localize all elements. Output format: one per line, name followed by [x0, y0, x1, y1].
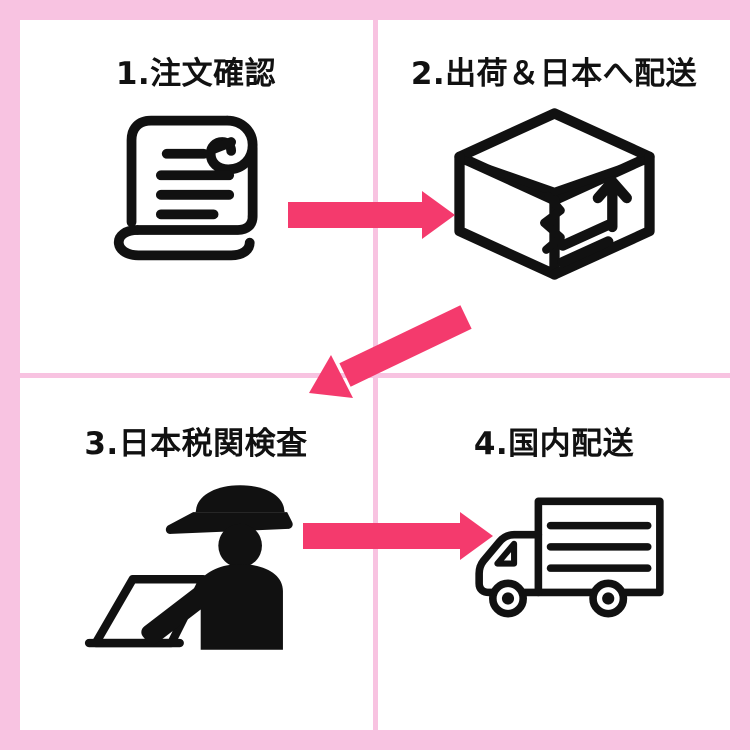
delivery-truck-icon — [467, 489, 672, 626]
shipping-box-icon — [453, 108, 655, 280]
scroll-document-icon — [113, 115, 258, 261]
customs-officer-icon — [79, 475, 314, 660]
step-3-customs-inspection: 3.日本税関検査 — [20, 378, 372, 730]
step-1-title: 1.注文確認 — [115, 56, 277, 92]
step-4-domestic-delivery: 4.国内配送 — [378, 378, 730, 730]
step-4-title: 4.国内配送 — [473, 426, 635, 462]
customs-officer-icon — [84, 485, 293, 650]
step-2-title: 2.出荷＆日本へ配送 — [410, 56, 698, 92]
scroll-document-icon — [106, 103, 286, 271]
step-2-ship-to-japan: 2.出荷＆日本へ配送 — [378, 20, 730, 372]
step-3-title: 3.日本税関検査 — [84, 426, 308, 462]
step-1-order-confirmation: 1.注文確認 — [20, 20, 372, 372]
delivery-truck-icon — [474, 497, 664, 618]
shipping-box-icon — [447, 101, 662, 291]
